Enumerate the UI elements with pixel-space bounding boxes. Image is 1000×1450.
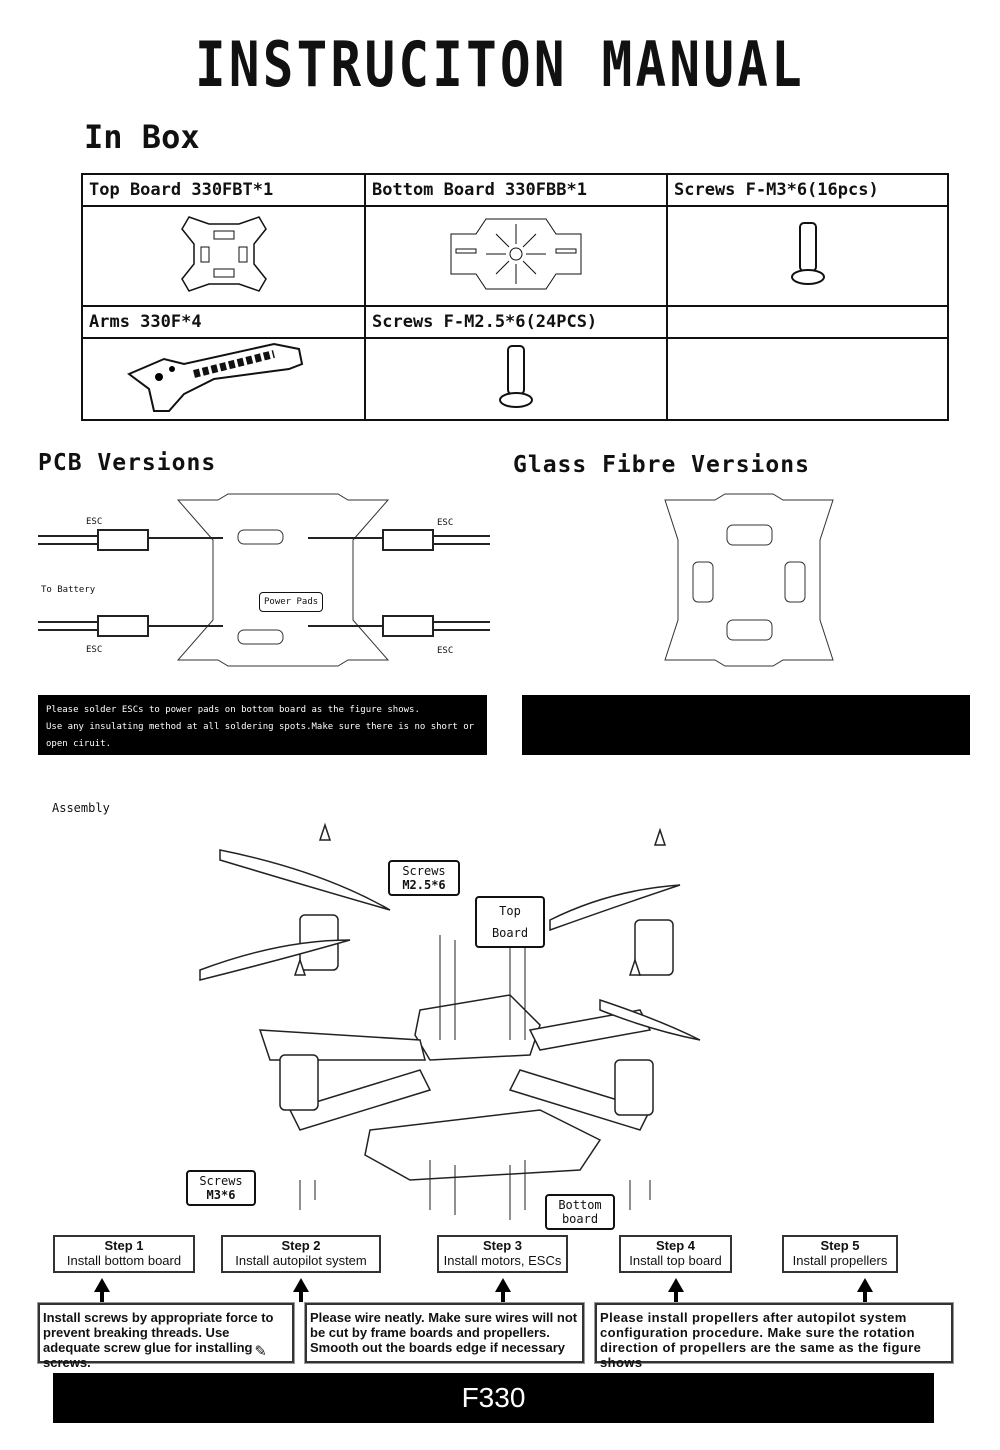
esc-label: ESC bbox=[437, 646, 454, 656]
arrow-up-icon bbox=[857, 1278, 873, 1292]
screw-m25-image bbox=[364, 337, 668, 421]
item-label: Top Board 330FBT*1 bbox=[81, 173, 366, 207]
arrow-stem bbox=[100, 1290, 104, 1302]
step-text: Install motors, ESCs bbox=[443, 1253, 562, 1268]
step-text: Install autopilot system bbox=[235, 1253, 367, 1268]
power-pads-label: Power Pads bbox=[259, 592, 324, 612]
item-label: Screws F-M2.5*6(24PCS) bbox=[364, 305, 668, 339]
step-number: Step 5 bbox=[820, 1238, 860, 1253]
assembly-label: Assembly bbox=[52, 801, 110, 815]
arrow-up-icon bbox=[495, 1278, 511, 1292]
note-line: Please solder ESCs to power pads on bott… bbox=[46, 705, 420, 715]
step-number: Step 1 bbox=[104, 1238, 144, 1253]
step-text: Install bottom board bbox=[66, 1253, 182, 1268]
esc-label: ESC bbox=[437, 518, 454, 528]
item-label: Bottom Board 330FBB*1 bbox=[364, 173, 668, 207]
callout-text: board bbox=[561, 1212, 599, 1226]
top-board-callout: Top Board bbox=[475, 896, 545, 948]
esc-label: ESC bbox=[86, 517, 103, 527]
glass-fibre-board bbox=[664, 493, 834, 667]
arrow-stem bbox=[674, 1290, 678, 1302]
pcb-wiring-diagram bbox=[38, 493, 490, 667]
battery-label: To Battery bbox=[41, 585, 96, 595]
pcb-note: Please solder ESCs to power pads on bott… bbox=[38, 695, 487, 755]
note-screws: Install screws by appropriate force to p… bbox=[38, 1303, 294, 1370]
glass-heading: Glass Fibre Versions bbox=[513, 452, 810, 478]
callout-text: Screws bbox=[402, 864, 446, 878]
arrow-up-icon bbox=[94, 1278, 110, 1292]
step-number: Step 2 bbox=[281, 1238, 321, 1253]
esc-label: ESC bbox=[86, 645, 103, 655]
screwdriver-icon: ✎ bbox=[255, 1340, 266, 1361]
step-text: Install propellers bbox=[792, 1253, 888, 1268]
step-number: Step 4 bbox=[655, 1238, 695, 1253]
callout-text: M2.5*6 bbox=[402, 878, 446, 892]
model-footer: F330 bbox=[53, 1373, 934, 1423]
bottom-board-image bbox=[364, 205, 668, 307]
callout-text: M3*6 bbox=[206, 1188, 236, 1202]
page-title: INSTRUCITON MANUAL bbox=[194, 28, 805, 101]
assembly-diagram bbox=[199, 822, 701, 1220]
arrow-up-icon bbox=[293, 1278, 309, 1292]
arrow-stem bbox=[501, 1290, 505, 1302]
callout-text: Bottom bbox=[558, 1198, 602, 1212]
pcb-heading: PCB Versions bbox=[38, 450, 217, 476]
note-line: Use any insulating method at all solderi… bbox=[46, 722, 475, 749]
callout-text: Screws bbox=[199, 1174, 243, 1188]
screw-m3-image bbox=[666, 205, 949, 307]
in-box-heading: In Box bbox=[84, 118, 200, 156]
arm-image bbox=[81, 337, 366, 421]
item-label: Arms 330F*4 bbox=[81, 305, 366, 339]
note-propellers: Please install propellers after autopilo… bbox=[595, 1303, 953, 1370]
step-text: Install top board bbox=[629, 1253, 722, 1268]
note-wiring: Please wire neatly. Make sure wires will… bbox=[305, 1303, 584, 1363]
item-label: Screws F-M3*6(16pcs) bbox=[666, 173, 949, 207]
glass-note bbox=[522, 695, 970, 755]
step-number: Step 3 bbox=[482, 1238, 522, 1253]
top-board-image bbox=[81, 205, 366, 307]
arrow-up-icon bbox=[668, 1278, 684, 1292]
arrow-stem bbox=[299, 1290, 303, 1302]
arrow-stem bbox=[863, 1290, 867, 1302]
